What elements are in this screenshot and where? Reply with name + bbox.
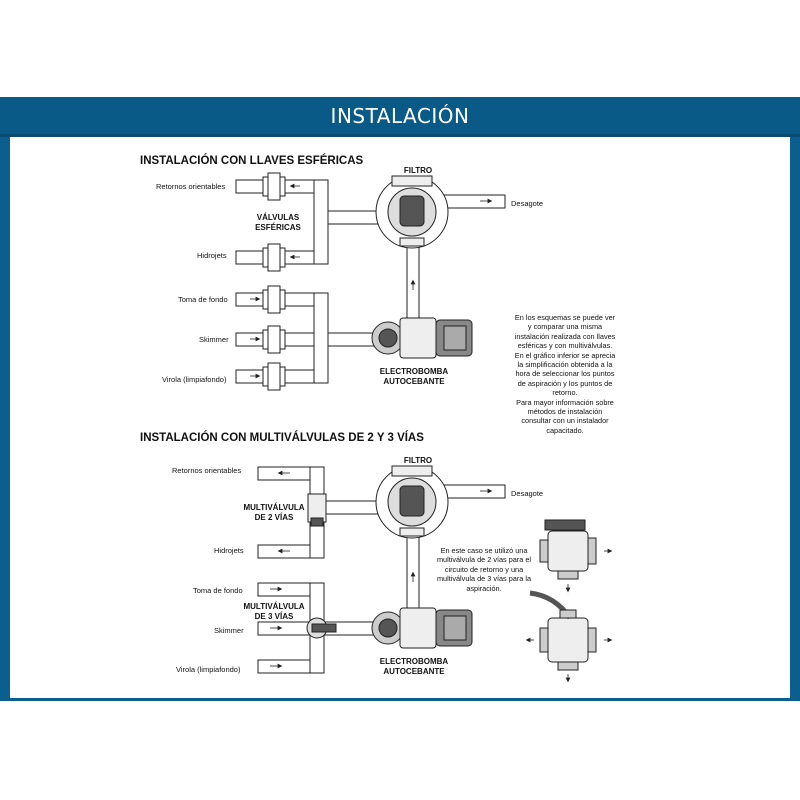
header-banner	[0, 97, 800, 137]
pipe-pump-filter-2	[406, 531, 420, 613]
detail-3-way-valve	[529, 590, 597, 671]
pipe-desagote-2	[437, 484, 506, 499]
pump-1	[371, 317, 473, 359]
label-desagote-2: Desagote	[511, 489, 544, 498]
pipe-desagote-1	[437, 194, 506, 209]
detail-2-way-valve	[539, 519, 597, 580]
label-toma-fondo-1: Toma de fondo	[178, 295, 228, 304]
label-electrobomba-2: ELECTROBOMBA AUTOCEBANTE	[379, 657, 449, 676]
label-skimmer-1: Skimmer	[199, 335, 229, 344]
label-multivalvula-2: MULTIVÁLVULA DE 2 VÍAS	[243, 503, 305, 522]
collector-suction-1	[313, 292, 329, 384]
filter-2	[375, 465, 449, 539]
note-section2: En este caso se utilizó una multiválvula…	[436, 546, 532, 593]
multivalve-2-ways	[307, 493, 327, 527]
label-retornos-1: Retornos orientables	[156, 182, 226, 191]
label-retornos-2: Retornos orientables	[172, 466, 242, 475]
label-filtro-1: FILTRO	[403, 166, 433, 175]
label-filtro-2: FILTRO	[403, 456, 433, 465]
multivalve-3-ways	[306, 617, 337, 639]
pump-2	[371, 607, 473, 649]
label-hidrojets-2: Hidrojets	[214, 546, 244, 555]
filter-1	[375, 175, 449, 249]
label-multivalvula-3: MULTIVÁLVULA DE 3 VÍAS	[243, 602, 305, 621]
label-hidrojets-1: Hidrojets	[197, 251, 227, 260]
pipe-pump-filter-1	[406, 239, 420, 323]
label-electrobomba-1: ELECTROBOMBA AUTOCEBANTE	[379, 367, 449, 386]
ball-valves-1	[262, 172, 286, 391]
label-desagote-1: Desagote	[511, 199, 544, 208]
collector-return-1	[313, 179, 329, 265]
section1-title: INSTALACIÓN CON LLAVES ESFÉRICAS	[140, 155, 364, 167]
section2-title: INSTALACIÓN CON MULTIVÁLVULAS DE 2 Y 3 V…	[140, 432, 424, 444]
label-virola-1: Virola (limpiafondo)	[162, 375, 227, 384]
label-toma-fondo-2: Toma de fondo	[193, 586, 243, 595]
label-skimmer-2: Skimmer	[214, 626, 244, 635]
page-title: INSTALACIÓN	[330, 104, 470, 128]
note-section1: En los esquemas se puede ver y comparar …	[514, 313, 616, 435]
label-virola-2: Virola (limpiafondo)	[176, 665, 241, 674]
label-valvulas-esfericas: VÁLVULAS ESFÉRICAS	[255, 213, 301, 232]
